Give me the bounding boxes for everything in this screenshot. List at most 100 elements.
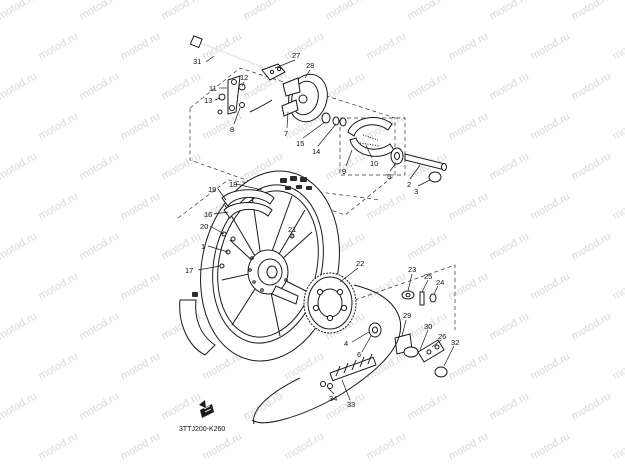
- watermark-text: motod.ru: [0, 150, 39, 182]
- watermark-text: motod.ru: [406, 390, 450, 422]
- callout-31: 31: [193, 57, 201, 66]
- callout-2: 2: [407, 180, 411, 189]
- watermark-text: motod.ru: [324, 70, 368, 102]
- brake-camshaft: [281, 99, 299, 117]
- callout-29: 29: [403, 311, 411, 320]
- watermark-text: motod.ru: [611, 430, 625, 462]
- callout-32: 32: [451, 338, 459, 347]
- watermark-text: motod.ru: [160, 390, 204, 422]
- watermark-text: motod.ru: [570, 70, 614, 102]
- watermark-text: motod.ru: [447, 30, 491, 62]
- callout-17: 17: [185, 266, 193, 275]
- watermark-text: motod.ru: [119, 430, 163, 462]
- callout-13: 13: [204, 96, 212, 105]
- callout-15: 15: [296, 139, 304, 148]
- watermark-text: motod.ru: [78, 70, 122, 102]
- callout-28: 28: [306, 61, 314, 70]
- watermark-text: motod.ru: [119, 190, 163, 222]
- watermark-text: motod.ru: [529, 110, 573, 142]
- watermark-text: motod.ru: [0, 70, 39, 102]
- watermark-text: motod.ru: [160, 150, 204, 182]
- callout-5: 5: [387, 172, 391, 181]
- watermark-text: motod.ru: [406, 0, 450, 23]
- callout-6: 6: [357, 350, 361, 359]
- watermark-text: motod.ru: [160, 70, 204, 102]
- watermark-text: motod.ru: [447, 270, 491, 302]
- callout-9: 9: [342, 167, 346, 176]
- watermark-text: motod.ru: [160, 0, 204, 23]
- axle-bearing-spacer: [390, 147, 447, 183]
- tire-tread-top: [280, 176, 312, 190]
- tube-and-rim-band: [219, 189, 275, 269]
- watermark-text: motod.ru: [0, 0, 39, 23]
- watermark-text: motod.ru: [37, 270, 81, 302]
- watermark-text: motod.ru: [488, 310, 532, 342]
- watermark-text: motod.ru: [488, 150, 532, 182]
- watermark-text: motod.ru: [611, 30, 625, 62]
- assembly-guide-lines: [177, 67, 456, 330]
- rear-wheel: [179, 170, 340, 362]
- watermark-text: motod.ru: [37, 30, 81, 62]
- watermark-text: motod.ru: [283, 30, 327, 62]
- watermark-text: motod.ru: [570, 390, 614, 422]
- chain-puller: [261, 63, 286, 81]
- watermark-text: motod.ru: [447, 110, 491, 142]
- watermark-text: motod.ru: [529, 190, 573, 222]
- watermark-text: motod.ru: [529, 430, 573, 462]
- watermark-text: motod.ru: [78, 0, 122, 23]
- watermark-text: motod.ru: [611, 350, 625, 382]
- callout-8: 8: [230, 125, 234, 134]
- callout-10: 10: [370, 159, 378, 168]
- watermark-text: motod.ru: [283, 430, 327, 462]
- callout-20: 20: [200, 222, 208, 231]
- watermark-text: motod.ru: [119, 270, 163, 302]
- watermark-text: motod.ru: [570, 0, 614, 23]
- callout-34: 34: [329, 394, 337, 403]
- watermark-text: motod.ru: [611, 190, 625, 222]
- wheel-hub: [247, 249, 299, 305]
- watermark-text: motod.ru: [365, 430, 409, 462]
- callout-11: 11: [209, 84, 217, 93]
- watermark-text: motod.ru: [365, 190, 409, 222]
- watermark-text: motod.ru: [119, 30, 163, 62]
- watermark-text: motod.ru: [78, 390, 122, 422]
- callout-33: 33: [347, 400, 355, 409]
- callout-12: 12: [240, 73, 248, 82]
- watermark-text: motod.ru: [78, 230, 122, 262]
- watermark-text: motod.ru: [201, 430, 245, 462]
- callout-18: 18: [229, 180, 237, 189]
- callout-labels: 31 27 28 11 12 13 8 7 15 14 10 9 5 2 3 1…: [185, 51, 459, 409]
- watermark-text: motod.ru: [570, 230, 614, 262]
- chain-link-strip: [329, 353, 377, 382]
- rear-sprocket: [303, 272, 357, 334]
- callout-19: 19: [208, 185, 216, 194]
- watermark-text: motod.ru: [447, 430, 491, 462]
- watermark-text: motod.ru: [37, 350, 81, 382]
- watermark-text: motod.ru: [78, 310, 122, 342]
- callout-14: 14: [312, 147, 320, 156]
- diagram-reference-code: 3TTJ200-K260: [179, 426, 225, 433]
- callout-leader-lines: [197, 55, 455, 401]
- callout-7: 7: [284, 129, 288, 138]
- watermark-text: motod.ru: [242, 390, 286, 422]
- watermark-text: motod.ru: [488, 230, 532, 262]
- watermark-text: motod.ru: [488, 390, 532, 422]
- watermark-text: motod.ru: [447, 190, 491, 222]
- watermark-text: motod.ru: [365, 270, 409, 302]
- callout-16: 16: [204, 210, 212, 219]
- callout-21: 21: [288, 225, 296, 234]
- watermark-text: motod.ru: [406, 230, 450, 262]
- watermark-text: motod.ru: [119, 110, 163, 142]
- watermark-text: motod.ru: [0, 390, 39, 422]
- callout-27: 27: [292, 51, 300, 60]
- front-direction-icon: [199, 400, 214, 418]
- watermark-text: motod.ru: [78, 150, 122, 182]
- callout-24: 24: [436, 278, 444, 287]
- brake-camshaft-lever: [217, 75, 273, 115]
- watermark-text: motod.ru: [324, 0, 368, 23]
- watermark-text: motod.ru: [406, 70, 450, 102]
- brake-shoe-kit: [347, 117, 395, 157]
- watermark-text: motod.ru: [365, 30, 409, 62]
- drive-chain: [251, 284, 402, 425]
- watermark-text: motod.ru: [37, 190, 81, 222]
